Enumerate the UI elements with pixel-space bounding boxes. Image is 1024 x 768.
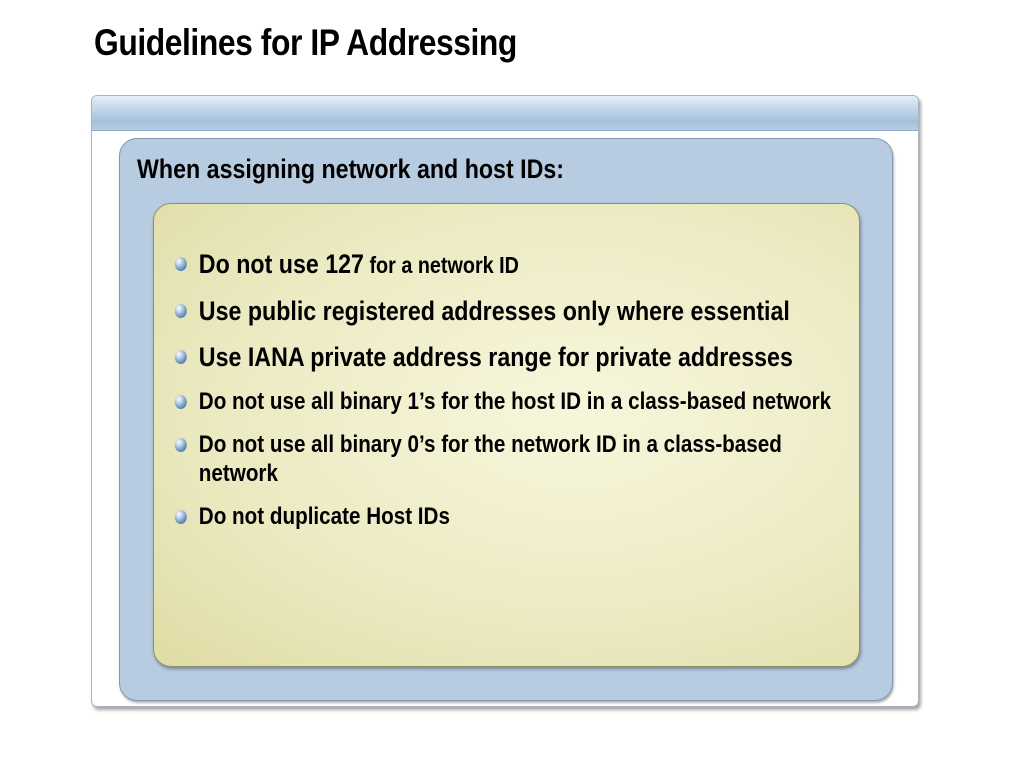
panel-heading: When assigning network and host IDs: [137,154,565,184]
content-box [153,203,860,667]
frame-header-bar [92,96,918,131]
bullet-orb-icon [174,438,187,452]
bullet-text: Use IANA private address range for priva… [198,342,793,372]
bullet-text: Do not use all binary 0’s for the networ… [198,431,782,487]
list-item: Do not use all binary 0’s for the networ… [173,430,844,488]
bullet-text-suffix: for a network ID [363,252,519,278]
list-item: Do not duplicate Host IDs [173,502,844,531]
list-item: Use IANA private address range for priva… [173,341,844,373]
bullet-orb-icon [174,257,187,271]
bullet-orb-icon [174,510,187,524]
bullet-text: Do not duplicate Host IDs [198,503,450,530]
bullet-text: Do not use 127 [198,249,364,279]
bullet-list: Do not use 127 for a network ID Use publ… [173,248,844,545]
bullet-orb-icon [174,350,187,364]
list-item: Do not use all binary 1’s for the host I… [173,387,844,416]
list-item: Do not use 127 for a network ID [173,248,844,281]
list-item: Use public registered addresses only whe… [173,295,844,327]
bullet-orb-icon [174,395,187,409]
bullet-orb-icon [174,304,187,318]
bullet-text: Use public registered addresses only whe… [198,296,790,326]
slide-title: Guidelines for IP Addressing [94,22,517,63]
bullet-text: Do not use all binary 1’s for the host I… [198,388,832,415]
